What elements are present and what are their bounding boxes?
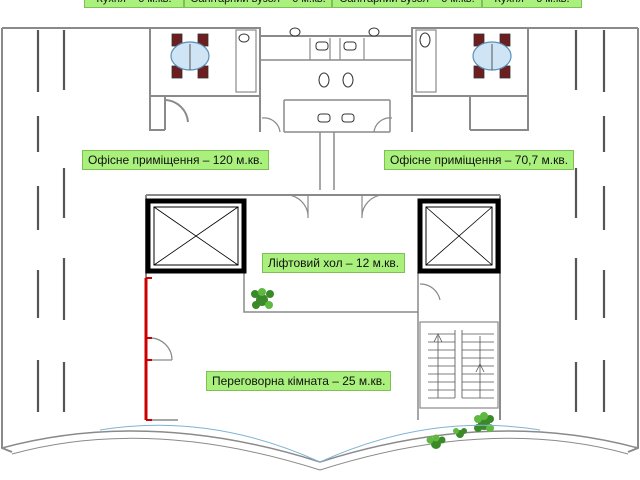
toilet-icon — [238, 33, 250, 43]
label-elevator-hall: Ліфтовий хол – 12 м.кв. — [262, 253, 406, 273]
plant-icon — [474, 412, 494, 432]
plant-icon — [453, 428, 467, 438]
toilet-icon — [368, 27, 380, 37]
plant-icon — [426, 434, 446, 449]
elevator-icon — [417, 198, 501, 274]
table-icon — [472, 33, 512, 79]
label-bathroom-left: Санітарний вузол – 6 м.кв. — [184, 0, 332, 8]
label-office-right: Офісне приміщення – 70,7 м.кв. — [384, 150, 575, 170]
plant-icon — [251, 288, 274, 309]
sink-icon — [343, 41, 357, 51]
table-icon — [170, 33, 210, 79]
toilet-icon — [342, 72, 354, 88]
bathtub-left — [235, 29, 257, 93]
bathtub-right — [415, 29, 437, 93]
label-office-left: Офісне приміщення – 120 м.кв. — [82, 150, 269, 170]
sink-icon — [315, 41, 329, 51]
label-kitchen-left: Кухня – 6 м.кв. — [84, 0, 184, 8]
toilet-icon — [289, 27, 301, 37]
label-bathroom-right: Санітарний вузол – 6 м.кв. — [332, 0, 482, 8]
sink-icon — [317, 113, 331, 123]
label-kitchen-right: Кухня – 6 м.кв. — [482, 0, 582, 8]
corridor-wall — [319, 132, 335, 190]
facade-curve — [1, 430, 639, 463]
toilet-icon — [419, 32, 431, 48]
label-meeting-room: Переговорна кімната – 25 м.кв. — [206, 371, 392, 391]
window-strips — [36, 30, 606, 412]
elevator-icon — [145, 198, 247, 274]
staircase — [419, 321, 499, 409]
stairs-icon — [428, 333, 494, 399]
outer-wall-right — [627, 28, 639, 453]
toilet-icon — [318, 72, 330, 88]
sink-icon — [341, 113, 355, 123]
glazing — [99, 424, 541, 463]
elevator-hall-wall — [243, 272, 419, 313]
outer-wall-left — [1, 28, 13, 453]
